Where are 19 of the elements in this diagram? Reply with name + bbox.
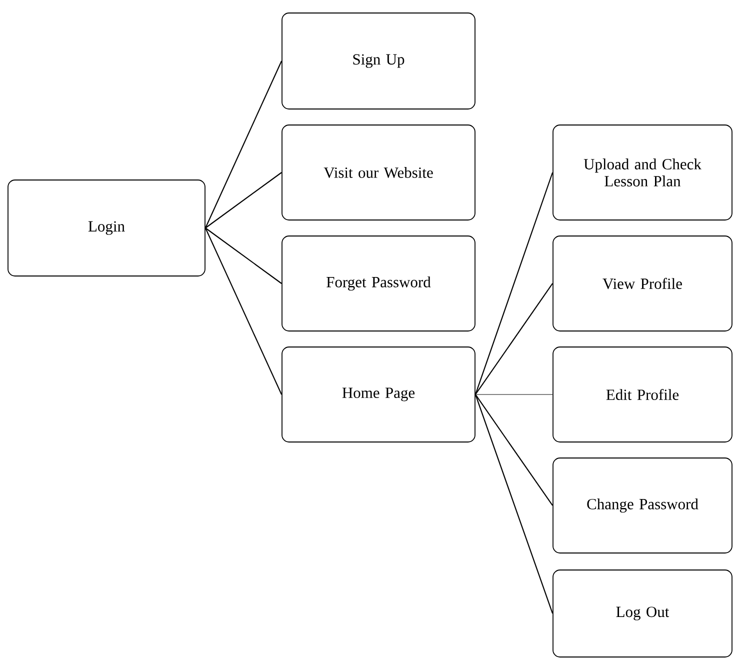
connector-line	[205, 172, 282, 228]
connector-line	[475, 394, 553, 506]
process-box: Edit Profile	[552, 346, 732, 442]
process-box: Change Password	[552, 458, 732, 554]
process-box: Visit our Website	[282, 124, 476, 220]
process-box: Upload and Check Lesson Plan	[552, 124, 732, 220]
connector-line	[204, 60, 282, 228]
connector-line	[475, 394, 553, 396]
connector-line	[204, 228, 282, 395]
connector-line	[474, 172, 554, 395]
connector-line	[474, 394, 554, 614]
process-box: Forget Password	[282, 236, 476, 332]
process-box: Home Page	[282, 346, 476, 442]
process-box: Login	[8, 180, 206, 276]
connector-line	[475, 283, 553, 395]
process-box: View Profile	[552, 236, 732, 332]
process-box: Log Out	[552, 570, 732, 658]
connector-line	[205, 228, 282, 284]
process-box: Sign Up	[282, 12, 476, 110]
